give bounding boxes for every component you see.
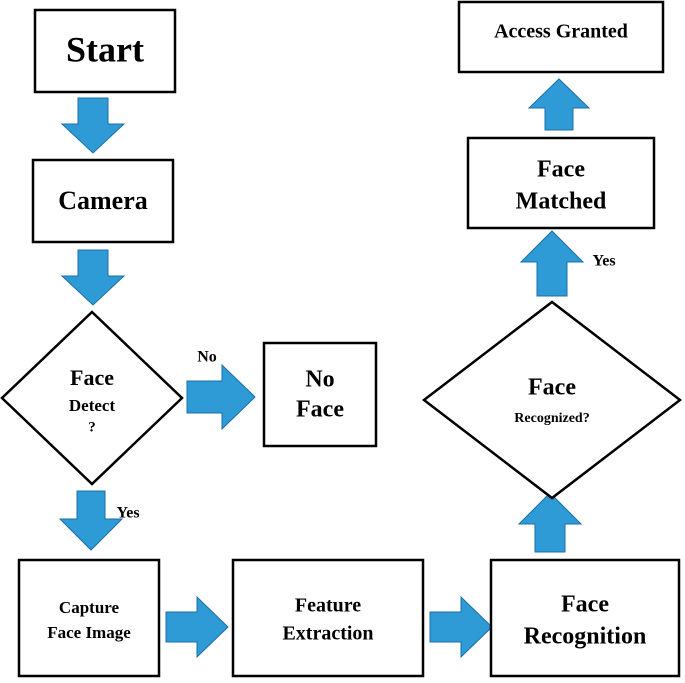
no-face-line1: No (305, 367, 334, 393)
arrow-matched-to-granted (527, 78, 591, 131)
face-detect-decision: Face Detect ? (0, 310, 184, 486)
arrow-start-to-camera (60, 97, 126, 154)
detect-no-label: No (197, 349, 217, 366)
arrow-camera-to-detect (60, 249, 126, 306)
start-node: Start (33, 8, 177, 94)
face-recognition-node: Face Recognition (489, 558, 681, 678)
arrow-detect-to-noface (186, 363, 256, 431)
face-detect-line1: Face (70, 365, 114, 390)
capture-face-image-node: Capture Face Image (17, 558, 161, 678)
recognition-line1: Face (561, 592, 609, 618)
detect-yes-label: Yes (116, 505, 139, 522)
access-granted-node: Access Granted (457, 0, 665, 74)
face-matched-node: Face Matched (466, 136, 656, 230)
feature-line2: Extraction (282, 623, 373, 645)
arrow-detect-to-capture (58, 490, 124, 551)
matched-line1: Face (537, 157, 585, 183)
capture-line1: Capture (59, 598, 120, 617)
camera-label: Camera (58, 186, 148, 215)
arrow-feature-to-recognition (429, 595, 493, 659)
granted-label: Access Granted (494, 21, 628, 43)
capture-line2: Face Image (47, 623, 131, 642)
feature-line1: Feature (295, 595, 361, 617)
face-detect-line2: Detect (69, 396, 116, 415)
arrow-decision-to-matched (519, 230, 585, 297)
feature-extraction-node: Feature Extraction (231, 558, 425, 678)
arrow-recognition-to-decision (517, 492, 583, 553)
recognized-line1: Face (528, 375, 576, 401)
recognition-line2: Recognition (524, 624, 647, 650)
face-detect-line3: ? (88, 419, 96, 435)
no-face-line2: Face (296, 397, 344, 423)
arrow-capture-to-feature (165, 595, 229, 659)
recognized-yes-label: Yes (592, 253, 615, 270)
face-recognized-decision: Face Recognized? (421, 300, 683, 500)
start-label: Start (66, 29, 144, 69)
matched-line2: Matched (516, 189, 607, 215)
no-face-node: No Face (262, 341, 378, 448)
camera-node: Camera (31, 158, 175, 244)
recognized-line2: Recognized? (514, 411, 589, 426)
